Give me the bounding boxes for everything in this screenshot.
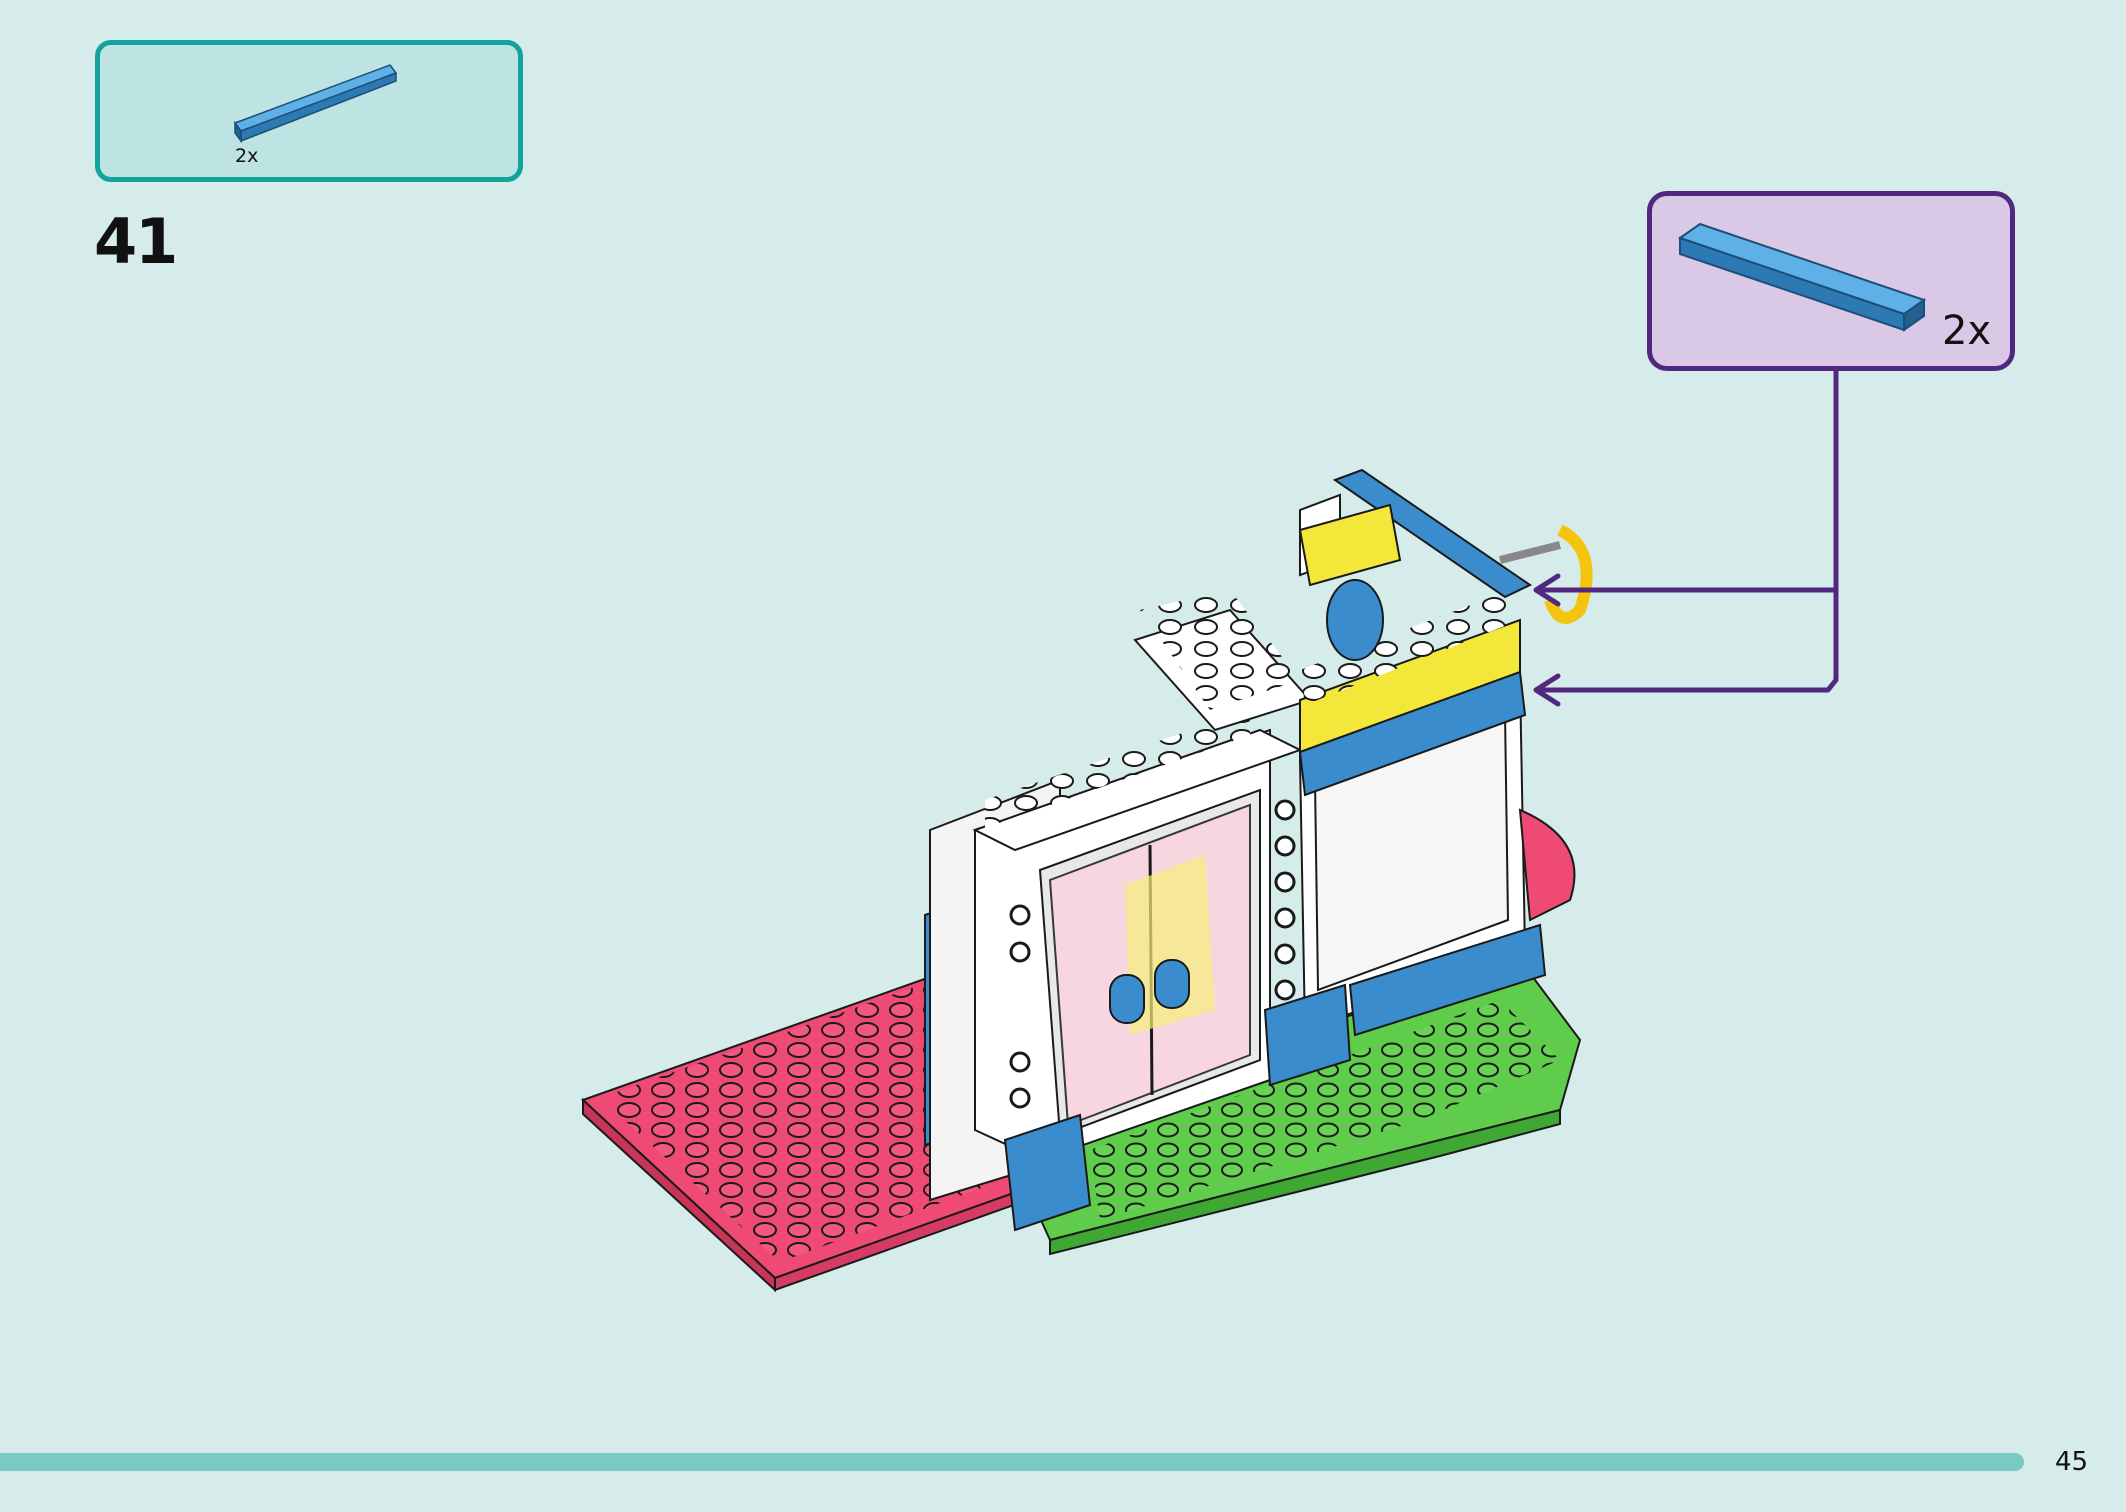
parts-quantity: 2x	[235, 145, 259, 167]
footer-progress-bar	[0, 1453, 2024, 1471]
step-number: 41	[94, 205, 178, 278]
blue-tile-1x6-icon	[233, 64, 398, 144]
placement-arrows	[1533, 368, 1839, 707]
green-plate	[998, 958, 1582, 1256]
top-bricks	[972, 468, 1593, 852]
blue-tile-1x8-icon	[1677, 222, 1927, 332]
sub-assembly-quantity: 2x	[1942, 308, 1992, 354]
parts-callout: 2x	[95, 40, 523, 182]
page-number: 45	[2055, 1447, 2089, 1477]
sub-assembly-callout: 2x	[1647, 191, 2015, 371]
